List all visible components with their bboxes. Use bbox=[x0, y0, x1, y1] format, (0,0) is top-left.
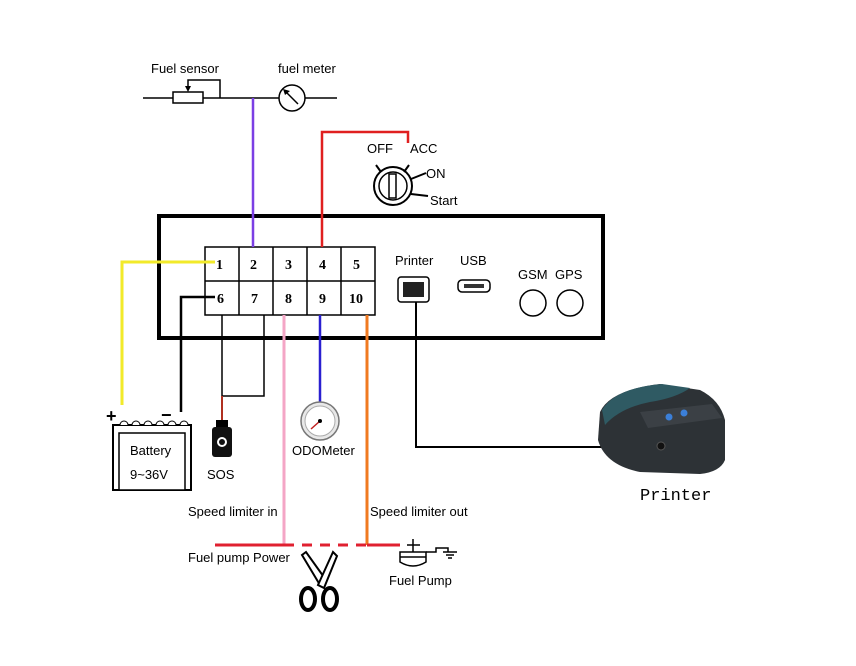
printer-port: Printer bbox=[395, 253, 434, 303]
battery-voltage-label: 9~36V bbox=[130, 467, 168, 482]
gps-label: GPS bbox=[555, 267, 583, 282]
ignition-off-label: OFF bbox=[367, 141, 393, 156]
battery-minus-label: − bbox=[161, 405, 172, 425]
sos-label: SOS bbox=[207, 467, 235, 482]
speed-limiter-in-label: Speed limiter in bbox=[188, 504, 278, 519]
pin-1: 1 bbox=[216, 258, 223, 273]
wire-printer bbox=[415, 302, 607, 448]
wire-ground bbox=[179, 295, 215, 412]
fuel-pump-power-label: Fuel pump Power bbox=[188, 550, 291, 565]
battery-plus-label: + bbox=[106, 406, 117, 426]
pin-4: 4 bbox=[319, 258, 326, 273]
pin-7: 7 bbox=[251, 292, 258, 307]
wire-acc bbox=[320, 130, 410, 247]
printer-device-label: Printer bbox=[640, 487, 711, 506]
scissors-icon bbox=[299, 550, 339, 612]
ignition-on-label: ON bbox=[426, 166, 446, 181]
wire-sos bbox=[221, 315, 265, 397]
pin-3: 3 bbox=[285, 258, 292, 273]
gps-antenna-port bbox=[556, 289, 584, 317]
fuel-sensor-label: Fuel sensor bbox=[151, 61, 220, 76]
battery-icon: + − Battery 9~36V bbox=[106, 405, 192, 491]
speed-limiter-out-label: Speed limiter out bbox=[370, 504, 468, 519]
usb-port: USB bbox=[457, 253, 491, 293]
fuel-sensor-circuit: Fuel sensor fuel meter bbox=[143, 61, 337, 112]
pin-2: 2 bbox=[250, 258, 257, 273]
pin-5: 5 bbox=[353, 258, 360, 273]
pin-10: 10 bbox=[349, 292, 363, 307]
usb-port-label: USB bbox=[460, 253, 487, 268]
printer-port-label: Printer bbox=[395, 253, 434, 268]
sos-button-icon: SOS bbox=[207, 420, 235, 482]
thermal-printer-icon bbox=[598, 384, 725, 474]
fuel-pump-label: Fuel Pump bbox=[389, 573, 452, 588]
fuel-meter-label: fuel meter bbox=[278, 61, 336, 76]
gsm-antenna-port bbox=[519, 289, 547, 317]
wire-battery-plus bbox=[120, 260, 215, 405]
ignition-acc-label: ACC bbox=[410, 141, 437, 156]
fuel-sensor-resistor bbox=[172, 91, 204, 104]
ignition-start-label: Start bbox=[430, 193, 458, 208]
battery-label: Battery bbox=[130, 443, 172, 458]
pin-9: 9 bbox=[319, 292, 326, 307]
ignition-switch: OFF ACC ON Start bbox=[367, 141, 458, 208]
gsm-label: GSM bbox=[518, 267, 548, 282]
fuel-pump-icon bbox=[399, 539, 457, 567]
odometer-label: ODOMeter bbox=[292, 443, 356, 458]
pin-8: 8 bbox=[285, 292, 292, 307]
connector-pins: 1 2 3 4 5 6 7 8 9 10 bbox=[204, 246, 376, 316]
pin-6: 6 bbox=[217, 292, 224, 307]
odometer-icon: ODOMeter bbox=[292, 401, 356, 458]
